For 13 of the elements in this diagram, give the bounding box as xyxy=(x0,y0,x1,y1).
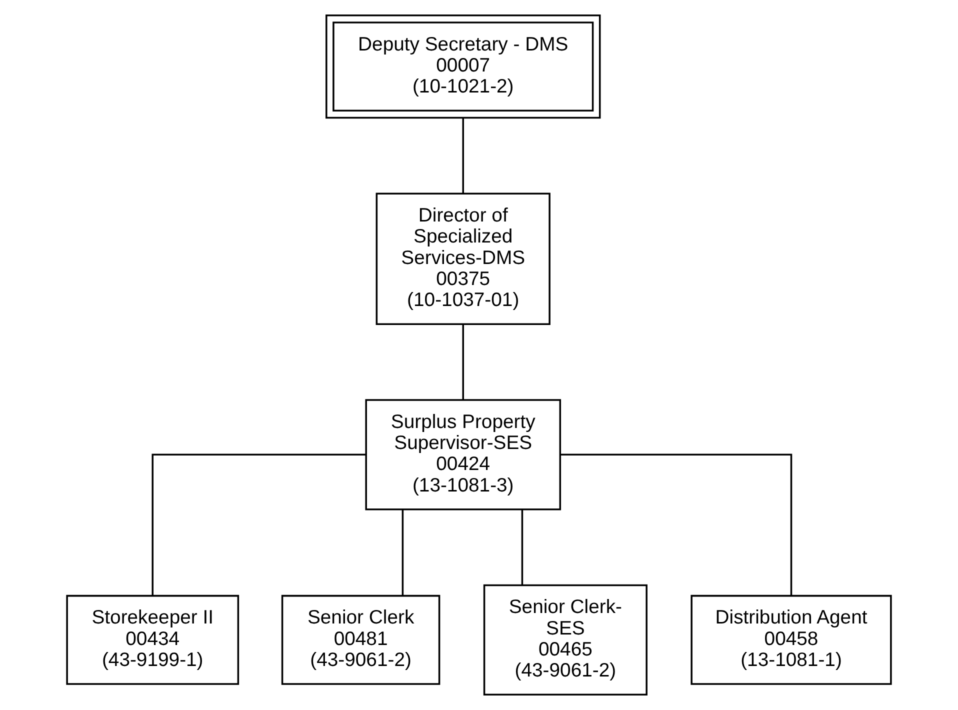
connector xyxy=(152,454,366,596)
connector xyxy=(462,324,464,400)
node-box: Director of Specialized Services-DMS 00375 (10-1037-01) xyxy=(376,192,550,325)
connector xyxy=(560,454,792,596)
connector xyxy=(521,510,524,585)
node-box: Distribution Agent 00458 (13-1081-1) xyxy=(690,594,892,685)
node-box: Surplus Property Supervisor-SES 00424 (13-1081-3) xyxy=(365,399,562,510)
node-box: Storekeeper II 00434 (43-9199-1) xyxy=(66,594,240,685)
node-box: Senior Clerk- SES 00465 (43-9061-2) xyxy=(483,584,648,696)
node-box: Senior Clerk 00481 (43-9061-2) xyxy=(281,594,440,685)
node-box: Deputy Secretary - DMS 00007 (10-1021-2) xyxy=(326,14,601,119)
connector xyxy=(462,118,464,194)
connector xyxy=(402,510,404,596)
